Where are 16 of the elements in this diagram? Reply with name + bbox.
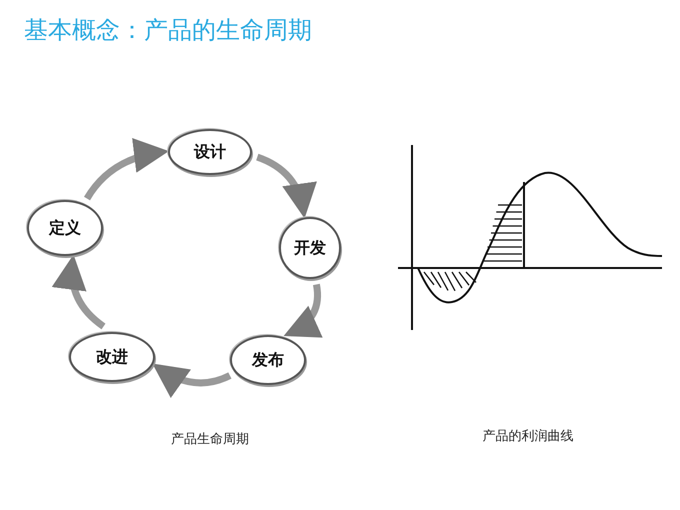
caption-text: 产品生命周期 [171, 431, 249, 448]
caption-text: 产品的利润曲线 [482, 428, 574, 445]
sketch-ellipse [230, 335, 306, 385]
sketch-ellipse [69, 332, 155, 382]
node-label: 发布 [252, 350, 284, 370]
curved-arrow [52, 254, 106, 330]
sketch-ellipse [279, 217, 341, 279]
node-label: 改进 [96, 346, 128, 368]
curved-arrow [284, 284, 323, 336]
curved-arrow [84, 138, 169, 200]
node-label: 定义 [49, 218, 81, 238]
curved-arrow [152, 364, 232, 398]
node-label: 设计 [194, 142, 226, 162]
node-label: 开发 [294, 238, 326, 258]
curved-arrow [256, 154, 316, 218]
title: 基本概念：产品的生命周期 [24, 15, 312, 46]
